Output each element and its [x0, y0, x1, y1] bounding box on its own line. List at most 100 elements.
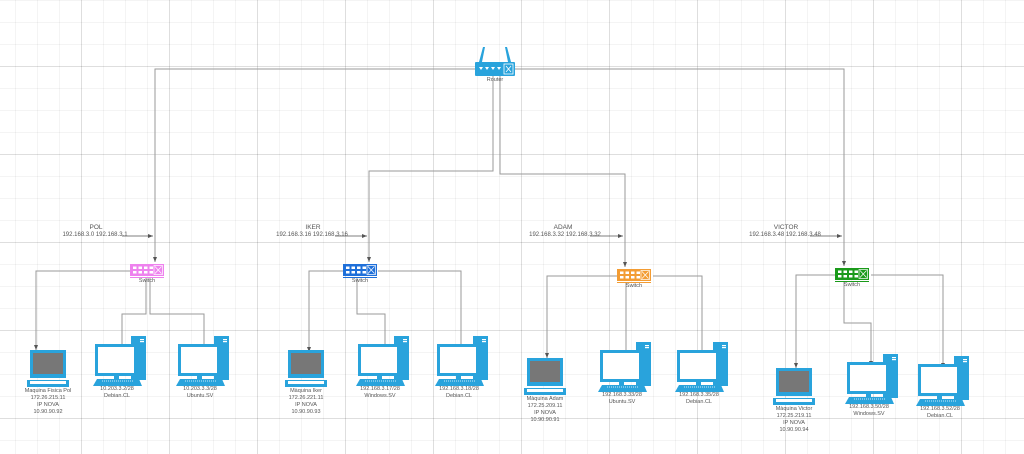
switch-port-icon	[620, 276, 624, 279]
switch-crossover-icon	[640, 270, 650, 280]
switch-label: Switch	[138, 278, 156, 284]
desktop-adam[interactable]	[675, 342, 728, 392]
switch-crossover-icon	[153, 265, 163, 275]
switch-port-icon	[346, 266, 350, 269]
segment-title: ADAM	[553, 224, 573, 231]
switch-iker[interactable]	[343, 264, 377, 278]
monitor-screen	[603, 353, 639, 379]
device-label-line: 10.90.90.91	[530, 417, 560, 423]
device-label-line: IP NOVA	[534, 410, 556, 416]
device-link	[545, 275, 617, 358]
router[interactable]	[475, 47, 515, 76]
switch-port-icon	[625, 271, 629, 274]
monitor-stand	[866, 394, 871, 397]
device-label-line: Maquina Fisica Pol	[24, 388, 72, 394]
switch-victor[interactable]	[835, 268, 869, 282]
switch-port-icon	[843, 275, 847, 278]
device-label-line: 172.26.215.11	[30, 395, 66, 401]
device-label-line: 192.168.3.52/28	[920, 406, 960, 412]
desktop-pol[interactable]	[93, 336, 146, 386]
tower-slot	[645, 345, 649, 347]
monitor-stand	[937, 396, 942, 399]
tower-slot	[722, 347, 726, 349]
desktop-victor[interactable]	[845, 354, 898, 404]
segment-title: IKER	[305, 224, 321, 231]
monitor-stand	[197, 376, 202, 379]
tower-slot	[722, 345, 726, 347]
switch-port-icon	[854, 275, 858, 278]
router-port-icon	[485, 67, 489, 70]
router-port-icon	[491, 67, 495, 70]
switch-port-icon	[133, 271, 137, 274]
switch-port-icon	[351, 266, 355, 269]
segment-ip-range: 192.168.3.32 192.168.3.32	[529, 232, 601, 238]
tower-slot	[403, 341, 407, 343]
keyboard-icon	[916, 399, 965, 406]
device-label-line: Debian.CL	[927, 413, 953, 419]
switch-port-icon	[138, 271, 142, 274]
tower-slot	[482, 339, 486, 341]
switch-port-icon	[636, 276, 640, 279]
switch-port-icon	[149, 266, 153, 269]
switch-cross-icon	[154, 266, 162, 274]
tower-slot	[892, 357, 896, 359]
device-link	[794, 274, 835, 368]
monitor-stand	[696, 382, 701, 385]
switch-port-icon	[351, 271, 355, 274]
switch-port-icon	[854, 270, 858, 273]
device-label-line: Debian.CL	[446, 393, 472, 399]
device-label-line: 192.168.3.50/28	[849, 404, 889, 410]
switch-port-icon	[838, 270, 842, 273]
switch-port-icon	[346, 271, 350, 274]
segment-title: POL	[89, 224, 103, 231]
device-label-line: 192.168.3.17/28	[360, 386, 400, 392]
router-antenna-left	[479, 47, 485, 62]
desktop-iker[interactable]	[435, 336, 488, 386]
device-label-line: Màquina Iker	[290, 388, 322, 394]
tower-slot	[223, 341, 227, 343]
keyboard-icon	[598, 385, 647, 392]
tower-slot	[482, 341, 486, 343]
trunk-line-iker	[367, 76, 494, 262]
device-label-line: IP NOVA	[37, 402, 59, 408]
tower-slot	[963, 359, 967, 361]
segment-ip-range: 192.168.3.0 192.168.3.1	[62, 232, 128, 238]
router-port-icon	[497, 67, 501, 70]
desktop-victor[interactable]	[916, 356, 969, 406]
tower-slot	[892, 359, 896, 361]
router-icon	[475, 62, 515, 76]
device-label-line: 10.203.3.3/28	[183, 386, 217, 392]
connection-lines	[34, 68, 945, 368]
laptop-adam[interactable]	[524, 358, 566, 395]
desktop-pol[interactable]	[176, 336, 229, 386]
router-crossover-icon	[503, 63, 514, 75]
device-label-line: IP NOVA	[295, 402, 317, 408]
nodes-layer	[27, 47, 969, 406]
laptop-pol[interactable]	[27, 350, 69, 387]
switch-pol[interactable]	[130, 264, 164, 278]
router-cross-icon	[505, 65, 512, 73]
laptop-victor[interactable]	[773, 368, 815, 405]
monitor-screen	[680, 353, 716, 379]
keyboard-icon	[93, 379, 142, 386]
laptop-iker[interactable]	[285, 350, 327, 387]
trunk-line-pol	[153, 68, 475, 262]
switch-port-icon	[843, 270, 847, 273]
router-antenna-right	[505, 47, 511, 62]
tower-slot	[403, 339, 407, 341]
monitor-screen	[850, 365, 886, 391]
desktop-iker[interactable]	[356, 336, 409, 386]
switch-crossover-icon	[366, 265, 376, 275]
device-label-line: Windows.SV	[853, 411, 885, 417]
router-label: Router	[486, 77, 504, 83]
desktop-adam[interactable]	[598, 342, 651, 392]
switch-label: Switch	[843, 282, 861, 288]
keyboard-icon	[675, 385, 724, 392]
monitor-screen	[361, 347, 397, 373]
switch-port-icon	[636, 271, 640, 274]
device-label-line: 10.90.90.93	[291, 409, 321, 415]
switch-adam[interactable]	[617, 269, 651, 283]
device-label-line: Debian.CL	[686, 399, 712, 405]
switch-port-icon	[625, 276, 629, 279]
